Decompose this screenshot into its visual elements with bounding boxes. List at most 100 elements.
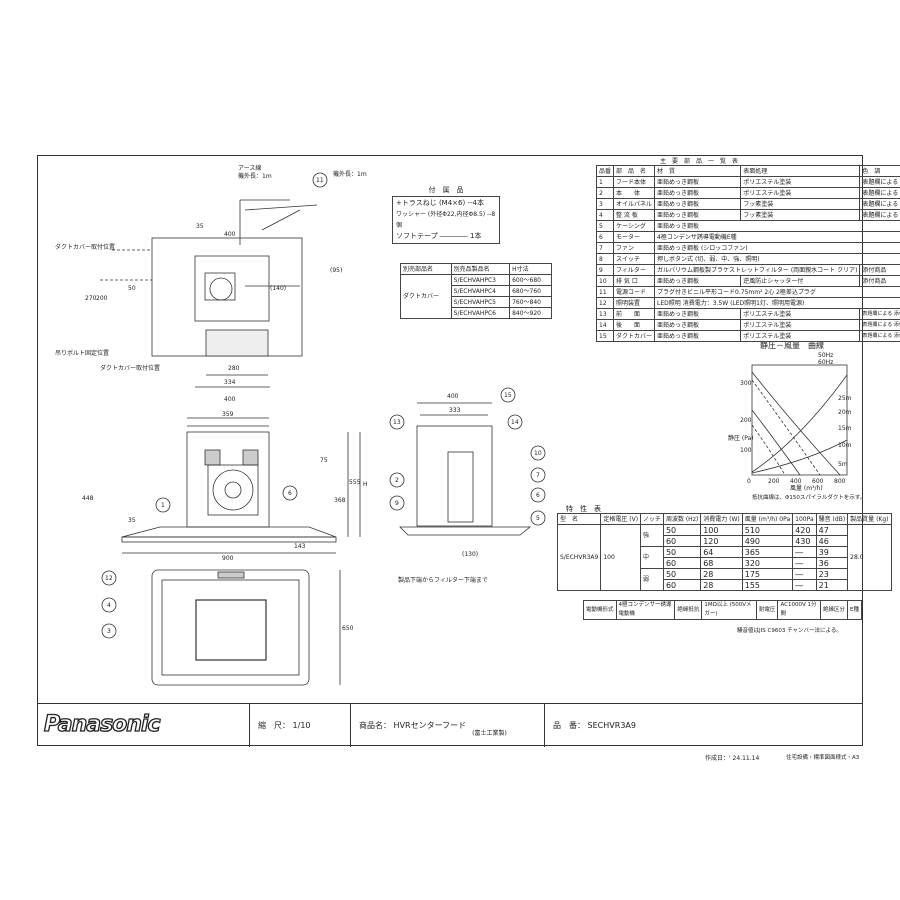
spec-cell: 60 bbox=[662, 557, 702, 569]
parts-cell: 亜鉛めっき鋼板 bbox=[654, 220, 900, 232]
parts-cell: 9 bbox=[595, 264, 615, 276]
spec-extra-cell: 4極コンデンサー誘導電動機 bbox=[615, 600, 676, 620]
svg-text:12: 12 bbox=[105, 575, 113, 582]
maker: (富士工業製) bbox=[472, 730, 507, 737]
parts-cell: 表題欄による 添付商品 bbox=[859, 319, 900, 331]
svg-text:50Hz: 50Hz bbox=[818, 352, 833, 359]
parts-cell: 照明装置 bbox=[613, 297, 656, 309]
svg-text:35: 35 bbox=[196, 223, 204, 230]
svg-text:6: 6 bbox=[288, 490, 292, 497]
parts-cell: 10 bbox=[595, 275, 615, 287]
spec-voltage: 100 bbox=[600, 524, 642, 591]
accessories-title: 付 属 品 bbox=[428, 186, 464, 194]
svg-text:300: 300 bbox=[740, 380, 752, 387]
panasonic-logo: Panasonic bbox=[43, 711, 161, 737]
parts-cell: 亜鉛めっき鋼板 bbox=[654, 330, 742, 342]
svg-text:6: 6 bbox=[536, 492, 540, 499]
parts-cell: 表題欄による bbox=[859, 209, 900, 221]
duct-cell: S/ECHVAHPC3 bbox=[450, 274, 511, 286]
svg-text:60Hz: 60Hz bbox=[818, 359, 833, 366]
spec-cell: 50 bbox=[662, 568, 702, 580]
svg-text:13: 13 bbox=[393, 419, 401, 426]
svg-text:368: 368 bbox=[334, 497, 346, 504]
svg-text:555: 555 bbox=[349, 479, 361, 486]
parts-cell: 亜鉛めっき鋼板 bbox=[654, 319, 742, 331]
spec-notch: 中 bbox=[640, 546, 664, 569]
svg-text:14: 14 bbox=[511, 419, 519, 426]
svg-text:9: 9 bbox=[395, 500, 399, 507]
parts-cell: 4 bbox=[595, 209, 615, 221]
svg-text:20m: 20m bbox=[838, 409, 852, 416]
parts-cell: スイッチ bbox=[613, 253, 656, 265]
spec-cell: 60 bbox=[662, 579, 702, 591]
parts-cell: ポリエステル塗装 bbox=[740, 187, 861, 199]
parts-cell: 6 bbox=[595, 231, 615, 243]
spec-cell: 430 bbox=[792, 535, 817, 547]
parts-cell: 11 bbox=[595, 286, 615, 298]
spec-title: 特 性 表 bbox=[566, 505, 601, 513]
accessory-item: ソフトテープ ―――― 1本 bbox=[396, 232, 482, 240]
spec-header: 製品質量 (Kg) bbox=[847, 513, 892, 525]
front-view bbox=[121, 417, 361, 554]
parts-cell: 添付商品 bbox=[859, 275, 900, 287]
side-view bbox=[399, 402, 532, 536]
svg-text:400: 400 bbox=[790, 478, 802, 485]
svg-text:200: 200 bbox=[740, 417, 752, 424]
svg-text:448: 448 bbox=[82, 495, 94, 502]
parts-cell: 前 面 bbox=[613, 308, 656, 320]
parts-cell: 後 面 bbox=[613, 319, 656, 331]
spec-header: 風量 (m³/h) 0Pa bbox=[741, 513, 794, 525]
spec-notch: 弱 bbox=[640, 568, 664, 591]
spec-cell: ― bbox=[792, 546, 817, 558]
parts-cell: 亜鉛めっき鋼板 bbox=[654, 198, 742, 210]
svg-text:800: 800 bbox=[834, 478, 846, 485]
duct-header: 別売部品名 bbox=[400, 263, 452, 275]
parts-cell: ケーシング bbox=[613, 220, 656, 232]
svg-text:334: 334 bbox=[224, 379, 236, 386]
svg-text:900: 900 bbox=[222, 555, 234, 562]
spec-note: 騒音値はJIS C9603 チャンバー法による。 bbox=[737, 628, 842, 634]
parts-cell: 13 bbox=[595, 308, 615, 320]
spec-cell: 68 bbox=[700, 557, 743, 569]
parts-cell: ガルバリウム鋼板製ブラケストレットフィルター (両面親水コート クリア) bbox=[654, 264, 861, 276]
spec-cell: 64 bbox=[700, 546, 743, 558]
svg-text:11: 11 bbox=[316, 177, 324, 184]
parts-header-row: 品番 部 品 名 材 質 表面処理 色 調 bbox=[595, 165, 900, 177]
svg-text:143: 143 bbox=[294, 543, 306, 550]
parts-cell: 逆風防止シャッター付 bbox=[740, 275, 861, 287]
spec-cell: 21 bbox=[815, 579, 849, 591]
spec-extra-cell: E種 bbox=[846, 600, 863, 620]
svg-text:機外長：1m: 機外長：1m bbox=[333, 170, 367, 178]
model-label: 品 番： bbox=[553, 721, 585, 730]
spec-cell: 365 bbox=[741, 546, 794, 558]
parts-header: 色 調 bbox=[859, 165, 900, 177]
parts-cell: ダクトカバー bbox=[613, 330, 656, 342]
spec-cell: 420 bbox=[792, 524, 817, 536]
spec-header: 騒音 (dB) bbox=[815, 513, 849, 525]
spec-header: 周波数 (Hz) bbox=[662, 513, 702, 525]
svg-text:650: 650 bbox=[342, 625, 354, 632]
spec-extra-cell: 耐電圧 bbox=[755, 600, 779, 620]
spec-header: 100Pa bbox=[792, 513, 817, 525]
spec-extra-table: 電動機形式 4極コンデンサー誘導電動機 絶縁抵抗 1MΩ以上 (500Vメガー)… bbox=[583, 600, 863, 620]
parts-cell: フッ素塗装 bbox=[740, 209, 861, 221]
svg-text:100: 100 bbox=[740, 447, 752, 454]
svg-text:400: 400 bbox=[224, 396, 236, 403]
parts-cell: 12 bbox=[595, 297, 615, 309]
svg-text:280: 280 bbox=[228, 365, 240, 372]
svg-text:15: 15 bbox=[504, 392, 512, 399]
svg-text:製品下端からフィルター下端まで: 製品下端からフィルター下端まで bbox=[398, 576, 488, 584]
svg-text:200: 200 bbox=[768, 478, 780, 485]
duct-name: ダクトカバー bbox=[400, 274, 452, 319]
product-label: 商品名： bbox=[359, 721, 391, 730]
